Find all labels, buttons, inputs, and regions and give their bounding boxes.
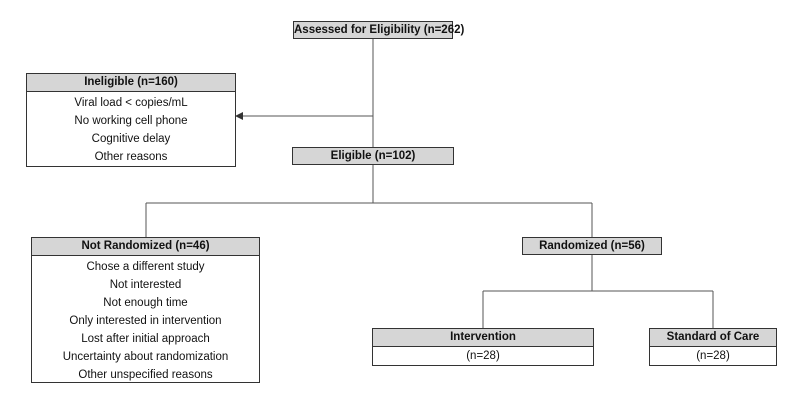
ineligible-reason: Viral load < copies/mL (74, 97, 188, 109)
eligible-title: Eligible (n=102) (293, 148, 453, 164)
ineligible-reason: Other reasons (94, 151, 168, 163)
intervention-title: Intervention (373, 329, 593, 347)
not-randomized-reason: Other unspecified reasons (78, 369, 213, 381)
ineligible-title: Ineligible (n=160) (27, 74, 235, 92)
standard-of-care-count: (n=28) (696, 350, 730, 362)
assessed-title: Assessed for Eligibility (n=262) (294, 22, 465, 38)
standard-of-care-title: Standard of Care (650, 329, 776, 347)
not-randomized-reason: Chose a different study (86, 261, 205, 273)
not-randomized-reason: Lost after initial approach (81, 333, 210, 345)
not-randomized-title: Not Randomized (n=46) (32, 238, 259, 256)
not-randomized-reasons: Chose a different study Not interested N… (32, 256, 259, 386)
standard-of-care-body: (n=28) (650, 347, 776, 366)
not-randomized-box: Not Randomized (n=46) Chose a different … (31, 237, 260, 383)
randomized-title: Randomized (n=56) (523, 238, 661, 254)
not-randomized-reason: Not enough time (103, 297, 188, 309)
ineligible-reason: Cognitive delay (91, 133, 171, 145)
ineligible-reasons: Viral load < copies/mL No working cell p… (27, 92, 235, 168)
intervention-box: Intervention (n=28) (372, 328, 594, 366)
not-randomized-reason: Uncertainty about randomization (62, 351, 229, 363)
standard-of-care-box: Standard of Care (n=28) (649, 328, 777, 366)
ineligible-box: Ineligible (n=160) Viral load < copies/m… (26, 73, 236, 167)
ineligible-reason: No working cell phone (74, 115, 188, 127)
randomized-box: Randomized (n=56) (522, 237, 662, 255)
not-randomized-reason: Not interested (109, 279, 182, 291)
assessed-box: Assessed for Eligibility (n=262) (293, 21, 465, 39)
intervention-body: (n=28) (373, 347, 593, 366)
not-randomized-reason: Only interested in intervention (69, 315, 222, 327)
intervention-count: (n=28) (466, 350, 500, 362)
eligible-box: Eligible (n=102) (292, 147, 454, 165)
